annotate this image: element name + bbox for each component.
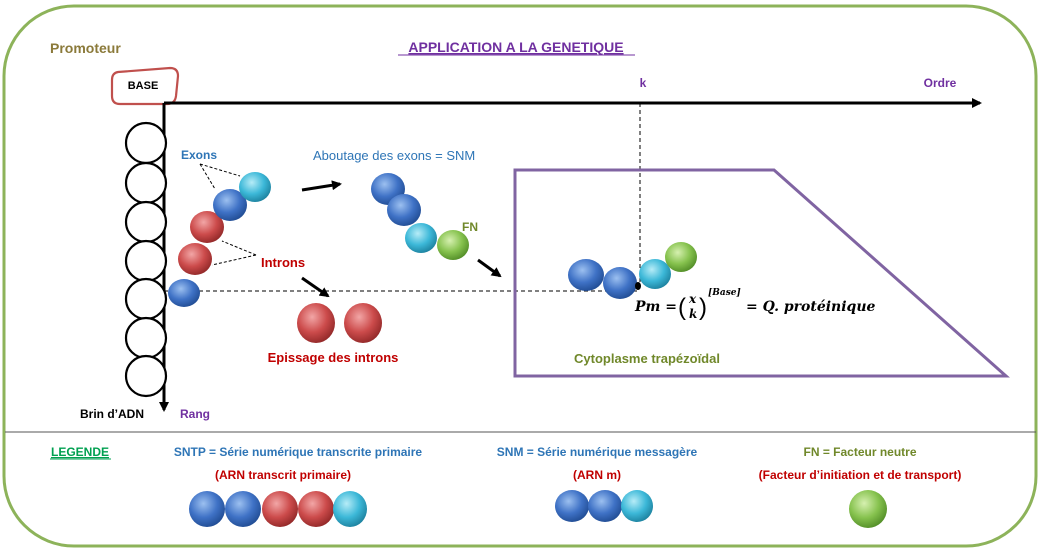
epissage-label: Epissage des introns [268, 350, 399, 365]
introns-label: Introns [261, 255, 305, 270]
dna-circle [124, 239, 168, 283]
sphere-exon [213, 189, 247, 221]
sphere-exon [568, 259, 604, 291]
sphere-exon [225, 491, 261, 527]
sphere-exon [603, 267, 637, 299]
dna-circle [124, 200, 168, 244]
sphere-fn [849, 490, 887, 528]
formula-exponent: [Base] [708, 288, 741, 298]
base-label: BASE [128, 80, 159, 92]
exons-pointer [199, 163, 241, 177]
sphere-intron [297, 303, 335, 343]
arrow-to-epissage [301, 276, 330, 298]
k-intersection-dot [635, 282, 641, 290]
promoteur-label: Promoteur [50, 40, 121, 56]
formula-paren-close: ) [699, 294, 707, 321]
introns-pointer [221, 240, 257, 256]
legend-sntp-sub: (ARN transcrit primaire) [215, 468, 351, 482]
sphere-cyan [333, 491, 367, 527]
brin-label: Brin d’ADN [80, 407, 144, 421]
cytoplasm-label: Cytoplasme trapézoïdal [574, 351, 720, 366]
exons-pointer [199, 163, 216, 190]
arrow-to-snm [301, 180, 342, 192]
sphere-exon [555, 490, 589, 522]
formula-x: x [688, 292, 697, 306]
dna-strand [124, 121, 168, 398]
arrow-to-cytoplasm [477, 258, 502, 278]
k-label: k [640, 76, 647, 90]
ordre-label: Ordre [924, 76, 957, 90]
sphere-intron [344, 303, 382, 343]
dna-circle [124, 121, 168, 165]
aboutage-label: Aboutage des exons = SNM [313, 148, 475, 163]
sphere-cyan [639, 259, 671, 289]
formula-lhs: Pm = [634, 299, 677, 315]
sphere-cyan [405, 223, 437, 253]
sphere-cyan [621, 490, 653, 522]
sphere-intron [190, 211, 224, 243]
legend-snm-sub: (ARN m) [573, 468, 621, 482]
sphere-intron [178, 243, 212, 275]
sphere-exon [387, 194, 421, 226]
sphere-intron [262, 491, 298, 527]
sphere-exon [189, 491, 225, 527]
sphere-fn [665, 242, 697, 272]
page-title: APPLICATION A LA GENETIQUE [408, 39, 623, 55]
legend-title: LEGENDE [51, 445, 109, 459]
legend-snm: SNM = Série numérique messagère [497, 445, 698, 459]
dna-circle [124, 161, 168, 205]
outer-frame [2, 4, 1038, 548]
rang-label: Rang [180, 407, 210, 421]
exons-label: Exons [181, 148, 217, 162]
sphere-exon [168, 279, 200, 307]
cytoplasm-trapezoid [513, 168, 1010, 378]
formula: Pm = ( x k ) [Base] = Q. protéinique [634, 288, 876, 321]
formula-rhs: = Q. protéinique [746, 299, 876, 315]
dna-circle [124, 277, 168, 321]
legend-fn-sub: (Facteur d’initiation et de transport) [759, 468, 962, 482]
legend-fn: FN = Facteur neutre [803, 445, 916, 459]
dna-circle [124, 354, 168, 398]
sphere-intron [298, 491, 334, 527]
legend-sntp: SNTP = Série numérique transcrite primai… [174, 445, 423, 459]
formula-paren-open: ( [678, 294, 686, 321]
fn-label: FN [462, 220, 478, 234]
sphere-cyan [239, 172, 271, 202]
formula-k: k [689, 307, 697, 321]
sphere-exon [588, 490, 622, 522]
sphere-fn [437, 230, 469, 260]
dna-circle [124, 316, 168, 360]
introns-pointer [211, 254, 257, 266]
